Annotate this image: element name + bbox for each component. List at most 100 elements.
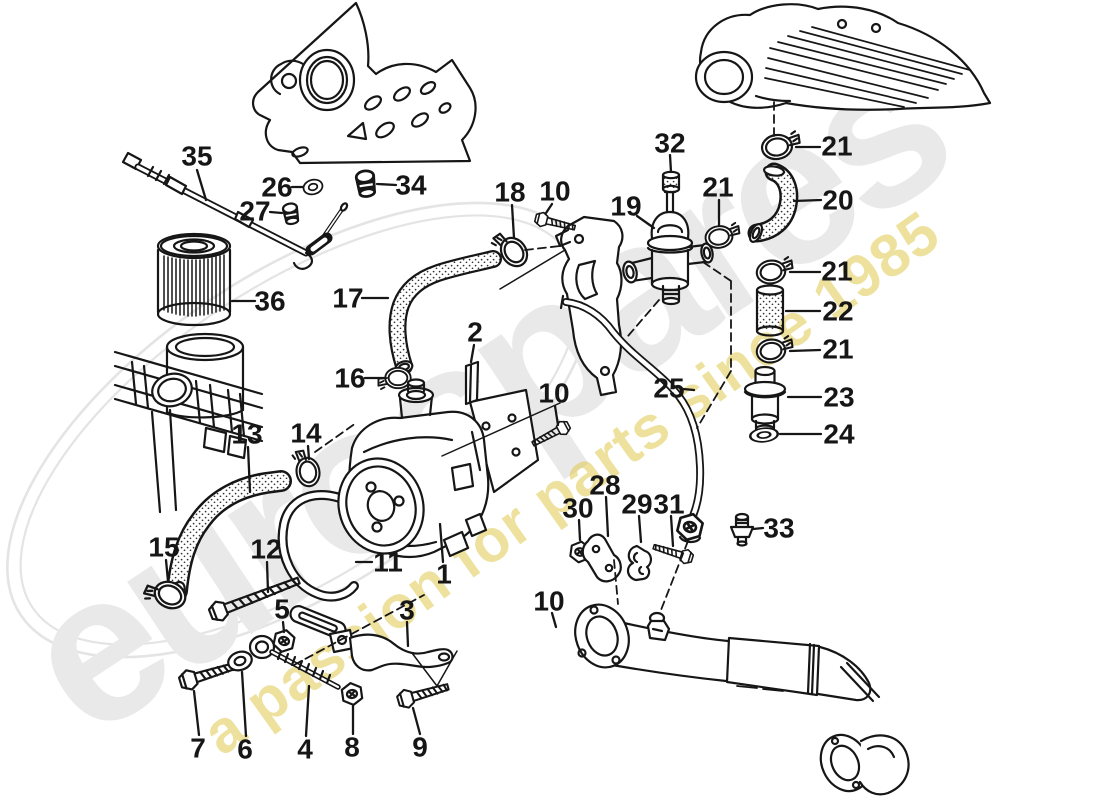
callout-30: 30 <box>562 493 593 524</box>
callout-21: 21 <box>822 334 853 365</box>
shield-2-drawing <box>464 360 480 406</box>
callout-14: 14 <box>290 418 322 449</box>
callout-10: 10 <box>533 586 564 617</box>
callout-31: 31 <box>653 489 684 520</box>
callout-21: 21 <box>821 131 852 162</box>
bolt-9-drawing <box>394 676 452 711</box>
bracket-28-drawing <box>581 533 622 583</box>
callout-leader-14 <box>306 444 311 461</box>
callout-leader-1 <box>438 522 445 564</box>
oil-line-drawing <box>121 151 349 270</box>
callout-leader-25 <box>681 387 696 392</box>
callout-leader-31 <box>669 514 675 548</box>
callout-27: 27 <box>239 196 270 227</box>
engine-block-drawing <box>113 332 264 514</box>
callout-9: 9 <box>412 732 428 763</box>
callout-16: 16 <box>334 363 365 394</box>
callout-leader-2 <box>469 343 476 364</box>
alignment-dashed-lines <box>293 101 775 666</box>
callout-leader-33 <box>751 526 765 531</box>
exhaust-pipe-drawing <box>574 603 910 796</box>
hose-20-drawing <box>747 162 799 243</box>
callout-leader-27 <box>268 210 284 215</box>
callout-leader-34 <box>375 182 398 187</box>
callout-leader-5 <box>281 620 286 634</box>
washer-24-drawing <box>748 425 780 445</box>
sleeve-32-drawing <box>661 170 681 194</box>
valve-bracket-drawing <box>554 215 624 397</box>
callout-leader-29 <box>637 514 643 544</box>
engine-cover-drawing <box>252 1 477 165</box>
callout-leader-30 <box>577 518 582 542</box>
callout-leader-32 <box>668 153 673 174</box>
callout-25: 25 <box>653 373 684 404</box>
callout-18: 18 <box>494 177 525 208</box>
callout-7: 7 <box>190 733 206 764</box>
callout-5: 5 <box>274 594 290 625</box>
hose-13-drawing <box>166 470 292 604</box>
callout-20: 20 <box>822 185 853 216</box>
callout-leader-21 <box>788 348 822 353</box>
callout-33: 33 <box>763 513 794 544</box>
callout-11: 11 <box>373 547 403 578</box>
fitting-27-drawing <box>281 201 301 227</box>
air-pump-drawing <box>337 378 490 559</box>
callout-leader-19 <box>635 214 656 230</box>
callout-21: 21 <box>821 256 852 287</box>
callout-1: 1 <box>436 559 452 590</box>
callout-leader-20 <box>792 198 823 203</box>
callout-23: 23 <box>823 382 854 413</box>
callout-28: 28 <box>589 470 620 501</box>
callout-3: 3 <box>399 595 415 626</box>
callout-8: 8 <box>344 732 360 763</box>
callout-29: 29 <box>621 489 652 520</box>
callout-35: 35 <box>181 141 212 172</box>
bracket-strap-drawing <box>289 605 356 654</box>
callout-24: 24 <box>823 419 855 450</box>
callout-26: 26 <box>261 172 292 203</box>
callout-leader-18 <box>510 203 516 240</box>
callout-10: 10 <box>538 378 569 409</box>
v-belt-11-drawing <box>277 490 359 602</box>
hose-22-drawing <box>755 284 785 337</box>
air-cleaner-drawing <box>694 3 992 111</box>
callout-36: 36 <box>254 286 285 317</box>
diverter-valve-19-drawing <box>622 190 714 306</box>
callout-32: 32 <box>654 128 685 159</box>
callout-leader-10 <box>553 404 560 427</box>
hose-17-drawing <box>388 250 502 375</box>
callout-19: 19 <box>610 191 641 222</box>
alignment-solid-lines <box>411 249 566 687</box>
seal-ring-26-drawing <box>300 176 326 198</box>
callout-leader-3 <box>405 620 410 648</box>
eye-bolt-4-drawing <box>248 634 341 690</box>
callout-22: 22 <box>822 296 853 327</box>
callout-leader-9 <box>411 706 422 736</box>
callout-leader-12 <box>265 560 270 594</box>
callout-12: 12 <box>250 534 281 565</box>
callout-leader-15 <box>164 558 170 583</box>
callout-leader-10 <box>544 202 554 215</box>
check-valve-23-drawing <box>743 365 787 434</box>
clamp-29-drawing <box>626 544 652 582</box>
stud-33-drawing <box>729 512 755 547</box>
callout-15: 15 <box>148 532 179 563</box>
oil-filter-drawing <box>156 232 232 327</box>
callout-leader-10 <box>550 611 558 629</box>
callout-leader-28 <box>604 495 610 538</box>
air-pipe-25-drawing <box>559 294 706 544</box>
callout-6: 6 <box>237 734 253 765</box>
callout-leader-35 <box>195 168 208 202</box>
callout-13: 13 <box>231 419 262 450</box>
callout-4: 4 <box>297 734 313 765</box>
callout-34: 34 <box>395 170 427 201</box>
callout-leader-4 <box>304 684 311 738</box>
fitting-34-drawing <box>354 168 378 199</box>
callout-leader-7 <box>192 689 201 737</box>
callout-21: 21 <box>702 172 733 203</box>
callout-17: 17 <box>332 283 363 314</box>
callout-leader-6 <box>240 670 248 738</box>
